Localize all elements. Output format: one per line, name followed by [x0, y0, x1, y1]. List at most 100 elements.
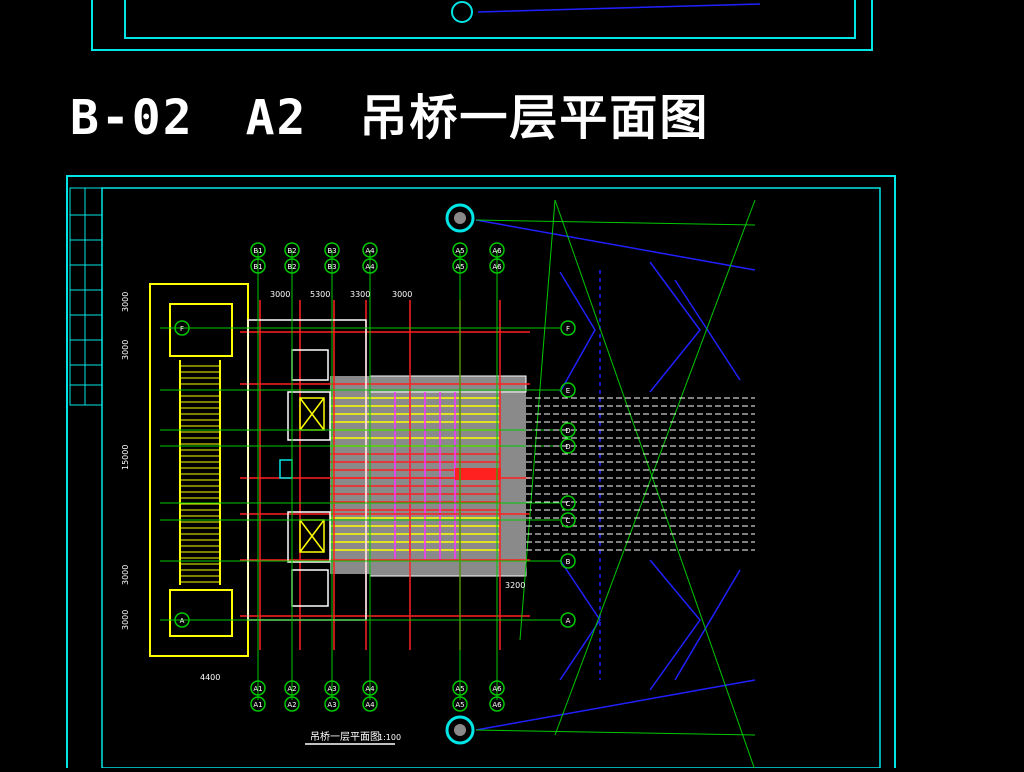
- axis-bubble: [250, 696, 266, 712]
- axis-bubble: [174, 612, 190, 628]
- axis-bubble: [489, 242, 505, 258]
- axis-bubble: [250, 242, 266, 258]
- title-block-ticks: [70, 214, 102, 386]
- cable-strands: [526, 397, 755, 551]
- axis-label: A2: [287, 701, 296, 709]
- axis-label: B3: [327, 247, 336, 255]
- axis-label: A6: [492, 263, 502, 271]
- axis-label: A6: [492, 701, 502, 709]
- axis-grid: [160, 250, 560, 700]
- axis-label: B: [566, 558, 571, 566]
- axis-label: A4: [365, 685, 375, 693]
- axis-bubble: [560, 495, 576, 511]
- previous-sheet-axis-bubble: [451, 1, 473, 23]
- axis-bubble: [324, 696, 340, 712]
- dimension-right: 3200: [505, 581, 525, 590]
- axis-bubble: [324, 680, 340, 696]
- axis-label: A2: [287, 685, 296, 693]
- axis-bubble: [250, 258, 266, 274]
- axis-label: A6: [492, 247, 502, 255]
- axis-label: A5: [455, 701, 464, 709]
- axis-label: C: [566, 500, 571, 508]
- axis-bubble: [560, 382, 576, 398]
- axis-bubble: [362, 242, 378, 258]
- dimensions-top: 3000 5300 3300 3000: [270, 290, 412, 299]
- plan-title: 吊桥一层平面图: [310, 731, 380, 743]
- axis-bubble: [362, 680, 378, 696]
- axis-bubble: [174, 320, 190, 336]
- axis-label: A4: [365, 701, 375, 709]
- axis-label: A4: [365, 247, 375, 255]
- dimension-label: 3000: [121, 610, 130, 630]
- axis-label: B1: [253, 247, 262, 255]
- axis-label: A6: [492, 685, 502, 693]
- axis-label: D: [565, 443, 570, 451]
- left-tower-walls: [149, 283, 249, 657]
- axis-label: A1: [253, 701, 262, 709]
- axis-bubble: [284, 258, 300, 274]
- axis-bubble: [560, 553, 576, 569]
- sheet-title: 吊桥一层平面图: [359, 90, 710, 146]
- deck-red-marker: [455, 468, 501, 480]
- plan-scale: 1:100: [378, 733, 401, 742]
- axis-bubble: [560, 512, 576, 528]
- sheet-heading: B-02 A2 吊桥一层平面图: [70, 78, 761, 148]
- axis-bubble-top: [445, 203, 475, 233]
- axis-bubbles-left: FA: [174, 320, 190, 628]
- dimension-label: 3000: [270, 290, 290, 299]
- axis-bubble: [452, 696, 468, 712]
- axis-label: A: [180, 617, 185, 625]
- sheet-code: B-02: [70, 90, 194, 146]
- axis-bubble: [489, 258, 505, 274]
- axis-bubble: [362, 696, 378, 712]
- cable-diagonals: [475, 199, 756, 771]
- axis-bubble: [452, 242, 468, 258]
- axis-label: D: [565, 427, 570, 435]
- axis-bubble: [284, 242, 300, 258]
- dimension-label: 15000: [121, 445, 130, 470]
- axis-label: A1: [253, 685, 262, 693]
- axis-bubble: [560, 320, 576, 336]
- axis-bubbles-right: F E DD C C B A: [560, 320, 576, 628]
- axis-label: B2: [287, 263, 296, 271]
- axis-label: C: [566, 517, 571, 525]
- axis-label: A5: [455, 263, 464, 271]
- axis-label: E: [566, 387, 570, 395]
- axis-label: A5: [455, 247, 464, 255]
- axis-bubble-bottom: [445, 715, 475, 745]
- axis-bubble: [489, 696, 505, 712]
- dimension-label: 5300: [310, 290, 330, 299]
- dimension-label: 3000: [392, 290, 412, 299]
- axis-bubble: [250, 680, 266, 696]
- axis-label: A3: [327, 701, 336, 709]
- axis-label: B3: [327, 263, 336, 271]
- axis-label: A4: [365, 263, 375, 271]
- axis-bubble: [362, 258, 378, 274]
- axis-label: A: [566, 617, 571, 625]
- suspension-cables: [475, 219, 756, 731]
- axis-bubble: [452, 680, 468, 696]
- axis-label: F: [180, 325, 184, 333]
- previous-sheet-frame: [91, 0, 873, 51]
- axis-label: B2: [287, 247, 296, 255]
- axis-bubble: [560, 422, 576, 438]
- axis-bubble: [324, 258, 340, 274]
- sheet-size: A2: [245, 90, 308, 146]
- axis-bubble: [284, 696, 300, 712]
- axis-bubble: [452, 258, 468, 274]
- axis-bubble: [324, 242, 340, 258]
- dimension-label: 3000: [121, 292, 130, 312]
- axis-bubble: [284, 680, 300, 696]
- dimension-bottom: 4400: [200, 673, 220, 682]
- axis-label: B1: [253, 263, 262, 271]
- axis-bubble: [489, 680, 505, 696]
- axis-label: F: [566, 325, 570, 333]
- axis-label: A3: [327, 685, 336, 693]
- dimension-label: 3300: [350, 290, 370, 299]
- elevator-core: [279, 391, 331, 563]
